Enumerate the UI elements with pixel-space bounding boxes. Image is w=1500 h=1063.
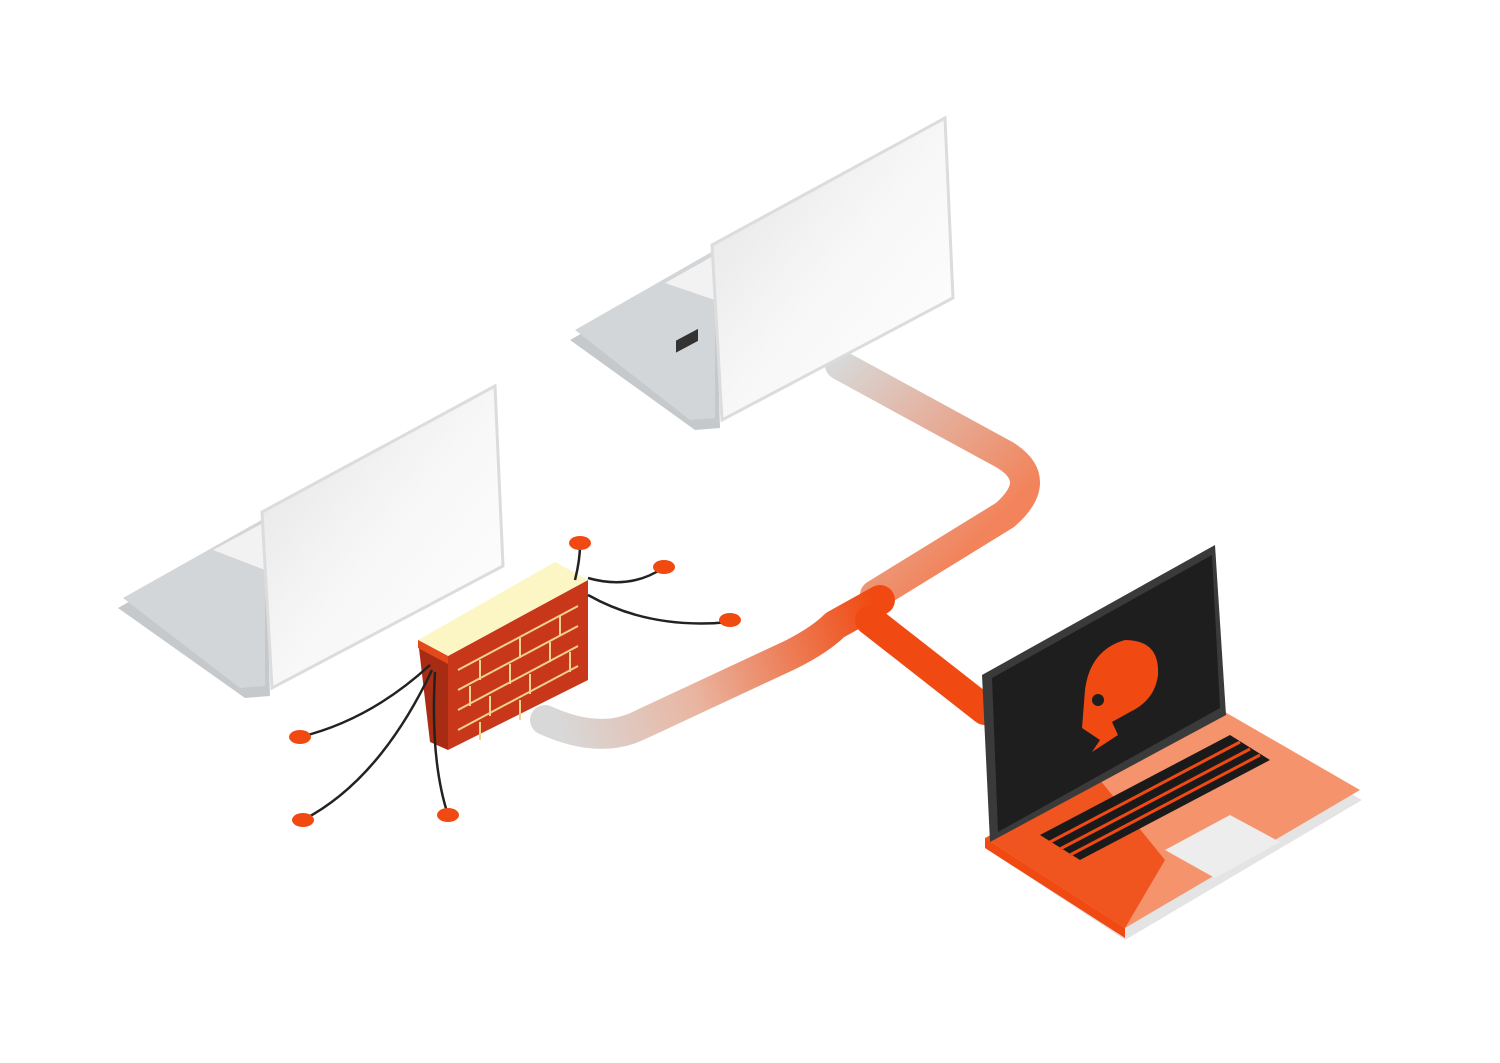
hacker-laptop-icon bbox=[982, 545, 1362, 940]
laptop-icon bbox=[570, 115, 955, 430]
connection-node bbox=[289, 536, 741, 827]
network-cable bbox=[530, 350, 1040, 749]
laptop-icon bbox=[118, 383, 505, 698]
skull-icon bbox=[1082, 640, 1159, 752]
